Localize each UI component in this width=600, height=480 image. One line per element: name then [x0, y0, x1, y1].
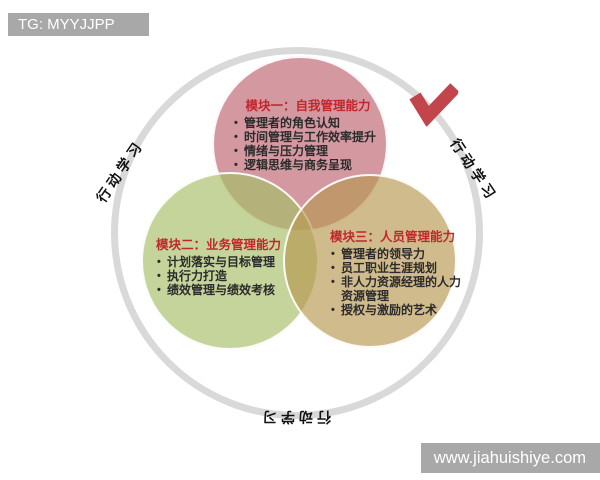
bullet-text: 执行力打造 — [167, 269, 228, 283]
bullet-item: • 逻辑思维与商务呈现 — [233, 158, 383, 172]
website-watermark-badge: www.jiahuishiye.com — [420, 443, 600, 473]
bullet-text: 员工职业生涯规划 — [341, 261, 438, 275]
bullet-icon: • — [234, 159, 238, 171]
tg-watermark-badge: TG: MYYJJPP — [8, 13, 149, 36]
bullet-item: • 执行力打造 — [156, 269, 292, 283]
bullet-icon: • — [234, 117, 238, 129]
bullet-item: • 非人力资源经理的人力资源管理 — [330, 275, 468, 303]
bullet-item: • 管理者的角色认知 — [233, 116, 383, 130]
bullet-icon: • — [331, 276, 335, 288]
bullet-icon: • — [157, 256, 161, 268]
module3-block: 模块三：人员管理能力 • 管理者的领导力 • 员工职业生涯规划 • 非人力资源经理的人… — [330, 230, 468, 317]
bullet-item: • 管理者的领导力 — [330, 247, 468, 261]
module3-title: 模块三：人员管理能力 — [330, 230, 456, 244]
action-learning-ring — [111, 47, 483, 419]
bullet-text: 逻辑思维与商务呈现 — [244, 158, 353, 172]
module2-block: 模块二：业务管理能力 • 计划落实与目标管理 • 执行力打造 • 绩效管理与绩效考核 — [156, 238, 292, 297]
bullet-item: • 计划落实与目标管理 — [156, 255, 292, 269]
bullet-icon: • — [331, 248, 335, 260]
bullet-text: 管理者的领导力 — [341, 247, 426, 261]
bullet-item: • 情绪与压力管理 — [233, 144, 383, 158]
bullet-icon: • — [157, 284, 161, 296]
bullet-text: 情绪与压力管理 — [244, 144, 329, 158]
module1-title: 模块一：自我管理能力 — [245, 99, 371, 113]
module2-title: 模块二：业务管理能力 — [156, 238, 282, 252]
bullet-text: 授权与激励的艺术 — [341, 303, 438, 317]
module3-circle — [283, 174, 457, 348]
bullet-item: • 时间管理与工作效率提升 — [233, 130, 383, 144]
direction-arrow-icon — [409, 83, 460, 128]
bullet-icon: • — [234, 131, 238, 143]
bullet-text: 管理者的角色认知 — [244, 116, 341, 130]
ring-label-action-learning-bottom: 行动学习 — [259, 409, 331, 425]
bullet-text: 非人力资源经理的人力资源管理 — [341, 275, 462, 303]
bullet-text: 绩效管理与绩效考核 — [167, 283, 276, 297]
bullet-text: 计划落实与目标管理 — [167, 255, 276, 269]
bullet-item: • 绩效管理与绩效考核 — [156, 283, 292, 297]
bullet-text: 时间管理与工作效率提升 — [244, 130, 377, 144]
bullet-item: • 授权与激励的艺术 — [330, 303, 468, 317]
bullet-icon: • — [331, 262, 335, 274]
bullet-icon: • — [331, 304, 335, 316]
bullet-icon: • — [234, 145, 238, 157]
bullet-item: • 员工职业生涯规划 — [330, 261, 468, 275]
module1-block: 模块一：自我管理能力 • 管理者的角色认知 • 时间管理与工作效率提升 • 情绪与压力… — [233, 99, 383, 172]
bullet-icon: • — [157, 270, 161, 282]
